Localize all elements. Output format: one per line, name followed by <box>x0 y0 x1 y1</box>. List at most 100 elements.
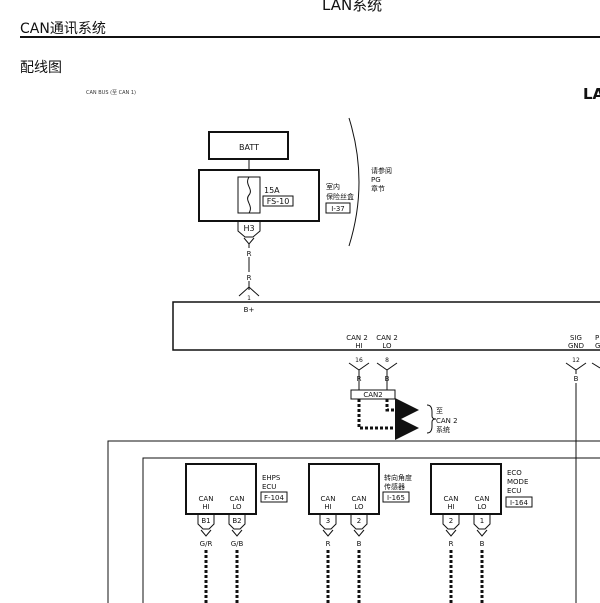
module-name-2: 传感器 <box>384 482 405 491</box>
module-pin-lo-connector <box>350 514 368 530</box>
pin1-label: 1 <box>247 295 251 302</box>
module-name-1: EHPS <box>262 474 281 482</box>
module-name-2: ECU <box>262 483 276 491</box>
fuse-id: FS-10 <box>267 197 290 206</box>
module-color-lo: B <box>357 540 362 548</box>
can2-hi-connector <box>348 362 370 371</box>
fuse-box-name-2: 保险丝盒 <box>326 192 354 201</box>
module-pin-lo-label-2: LO <box>354 503 364 511</box>
module-connector: I-165 <box>387 494 405 502</box>
module-pin-hi-connector <box>197 514 215 530</box>
to-system-2: CAN 2 <box>436 417 458 425</box>
main-ecu-box <box>172 301 600 351</box>
module-pin-hi-connector <box>319 514 337 530</box>
can2-junction-label: CAN2 <box>363 391 382 399</box>
module-color-hi: G/R <box>200 540 213 548</box>
ref-note-2: PG <box>371 176 381 184</box>
sig-gnd-color: B <box>574 375 579 383</box>
section-rule <box>20 36 600 38</box>
module-box <box>185 463 257 515</box>
module-steering-angle-sensor: CAN HI CAN LO 转向角度 传感器 I-165 3 2 R B <box>308 463 412 603</box>
module-pin-lo-label-2: LO <box>477 503 487 511</box>
fuse-box-name-1: 室内 <box>326 182 340 191</box>
can2-lo-color: B <box>385 375 390 383</box>
module-pin-hi-label-2: HI <box>202 503 209 511</box>
module-pin-hi-tab <box>200 529 212 537</box>
module-pin-hi-label-1: CAN <box>321 495 336 503</box>
fuse-icon <box>247 176 251 214</box>
module-connector: I-164 <box>510 499 528 507</box>
module-pin-lo-connector <box>228 514 246 530</box>
module-name-3: ECU <box>507 487 521 495</box>
can2-hi-twisted-pair <box>357 399 419 440</box>
page-code: LA <box>583 85 600 103</box>
sig-gnd-color-bg <box>572 374 580 383</box>
r-wire-label-bg-1 <box>245 248 253 257</box>
module-color-lo: B <box>480 540 485 548</box>
fuse-box-connector-box <box>325 202 351 214</box>
module-name-1: ECO <box>507 469 522 477</box>
module-color-lo: G/B <box>231 540 244 548</box>
document-title: LAN系统 <box>322 0 383 14</box>
module-pin-hi: 2 <box>449 517 453 525</box>
fuse-box-connector: I-37 <box>331 205 345 213</box>
outer-frame <box>107 440 600 603</box>
module-eco-mode-ecu: CAN HI CAN LO ECO MODE ECU I-164 2 1 R B <box>430 463 533 603</box>
module-ehps-ecu: CAN HI CAN LO EHPS ECU F-104 B1 B2 G/R G… <box>185 463 288 603</box>
fuse-box <box>198 169 320 222</box>
module-pin-lo: 2 <box>357 517 361 525</box>
module-pin-lo-connector <box>473 514 491 530</box>
module-color-hi: R <box>449 540 454 548</box>
ref-note-3: 章节 <box>371 184 385 193</box>
module-pin-hi: 3 <box>326 517 330 525</box>
h3-connector-tab <box>243 237 255 245</box>
pin1-connector <box>238 286 260 297</box>
to-system-3: 系统 <box>436 425 450 434</box>
module-pin-lo-label-1: CAN <box>230 495 245 503</box>
module-connector-box <box>505 496 533 508</box>
module-connector-box <box>382 491 410 503</box>
module-pin-lo-tab <box>231 529 243 537</box>
module-pin-hi-label-1: CAN <box>444 495 459 503</box>
module-pin-lo-label-1: CAN <box>475 495 490 503</box>
module-pin-lo-tab <box>353 529 365 537</box>
h3-label: H3 <box>243 224 254 233</box>
can2-junction <box>350 389 396 400</box>
can2-lo-twisted-pair <box>385 398 419 422</box>
diagram-label: 配线图 <box>20 60 62 76</box>
sig-gnd-label-1: SIG <box>570 334 582 342</box>
module-box <box>308 463 380 515</box>
module-pin-hi: B1 <box>201 517 210 525</box>
can2-hi-color: R <box>357 375 362 383</box>
module-pin-lo-label-1: CAN <box>352 495 367 503</box>
can2-hi-pin: 16 <box>355 357 363 364</box>
bplus-label: B+ <box>244 306 255 314</box>
module-pin-hi-connector <box>442 514 460 530</box>
module-pin-hi-label-1: CAN <box>199 495 214 503</box>
module-pin-lo-tab <box>476 529 488 537</box>
module-pin-hi-label-2: HI <box>447 503 454 511</box>
module-box <box>430 463 502 515</box>
module-name-2: MODE <box>507 478 528 486</box>
can2-lo-connector <box>376 362 398 371</box>
module-pin-lo: 1 <box>480 517 484 525</box>
p-label-1: P <box>595 334 599 342</box>
module-pin-hi-tab <box>322 529 334 537</box>
module-color-hi: R <box>326 540 331 548</box>
sig-gnd-label-2: GND <box>568 342 584 350</box>
module-pin-hi-label-2: HI <box>324 503 331 511</box>
module-pin-lo-label-2: LO <box>232 503 242 511</box>
ref-note-1: 请参阅 <box>371 166 392 175</box>
r-wire-label-2: R <box>247 274 252 282</box>
batt-label: BATT <box>239 143 259 152</box>
can2-lo-label-1: CAN 2 <box>376 334 398 342</box>
inner-frame <box>142 457 600 603</box>
p-label-2: G <box>595 342 600 350</box>
can2-hi-label-2: HI <box>355 342 362 350</box>
p-connector <box>591 362 600 369</box>
fuse-id-box <box>262 195 294 207</box>
module-connector-box <box>260 491 288 503</box>
h3-connector <box>237 221 261 238</box>
fuse-rating: 15A <box>264 186 280 195</box>
module-connector: F-104 <box>264 494 284 502</box>
